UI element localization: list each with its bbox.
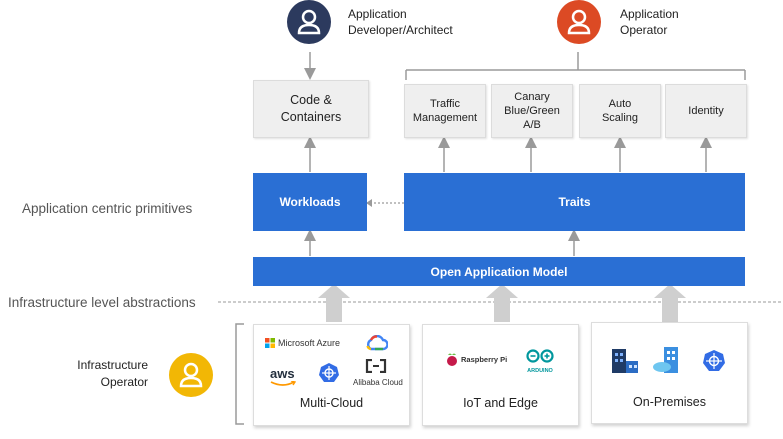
code-containers-label: Code & Containers <box>280 93 342 124</box>
multicloud-box: Microsoft Azure aws Alibaba Cloud Multi-… <box>253 324 410 426</box>
trait-item-label: Traffic Management <box>412 98 478 124</box>
oam-box: Open Application Model <box>253 257 745 286</box>
developer-avatar <box>287 0 331 44</box>
trait-item-label: Canary Blue/Green A/B <box>504 91 560 131</box>
onprem-title: On-Premises <box>633 395 706 409</box>
alibaba-cloud-icon <box>365 358 387 374</box>
trait-item-label: Identity <box>688 105 724 117</box>
person-icon <box>179 362 203 388</box>
traits-label: Traits <box>558 195 591 209</box>
person-icon <box>297 9 321 35</box>
iot-title: IoT and Edge <box>463 396 538 410</box>
server-building-icon <box>653 347 678 373</box>
alibaba-logo: Alibaba Cloud <box>353 358 403 387</box>
operator-avatar <box>557 0 601 44</box>
arduino-logo: ARDUINO <box>523 349 557 374</box>
infra-bracket <box>235 323 244 425</box>
person-icon <box>567 9 591 35</box>
datacenter-building-icon <box>612 349 638 373</box>
operator-label: Application Operator <box>620 7 679 37</box>
multicloud-title: Multi-Cloud <box>299 396 364 410</box>
app-centric-label: Application centric primitives <box>22 201 193 216</box>
oam-label: Open Application Model <box>430 264 568 279</box>
iot-box: Raspberry Pi ARDUINO IoT and Edge <box>422 324 579 426</box>
azure-logo: Microsoft Azure <box>265 338 340 348</box>
kubernetes-icon <box>319 363 339 382</box>
workloads-box: Workloads <box>253 173 367 231</box>
raspberry-pi-logo: Raspberry Pi <box>445 351 507 367</box>
infra-operator-label: Infrastructure Operator <box>77 358 148 389</box>
trait-traffic-box: Traffic Management <box>404 84 486 138</box>
windows-icon <box>265 338 275 348</box>
thick-arrows <box>318 284 686 322</box>
aws-smile-icon <box>270 381 296 386</box>
alibaba-label: Alibaba Cloud <box>353 378 403 387</box>
aws-logo: aws <box>270 365 296 387</box>
kubernetes-icon <box>703 350 725 371</box>
infra-level-label: Infrastructure level abstractions <box>8 295 196 310</box>
code-containers-box: Code & Containers <box>253 80 369 138</box>
trait-identity-box: Identity <box>665 84 747 138</box>
raspberry-label: Raspberry Pi <box>461 354 508 364</box>
onprem-box: On-Premises <box>591 322 748 424</box>
azure-label: Microsoft Azure <box>278 338 341 348</box>
google-cloud-icon <box>366 335 388 351</box>
arduino-label: ARDUINO <box>527 368 553 374</box>
raspberry-icon <box>447 353 457 366</box>
arduino-icon <box>526 349 554 363</box>
infra-operator-avatar <box>169 353 213 397</box>
developer-label: Application Developer/Architect <box>348 7 453 37</box>
traits-box: Traits <box>404 173 745 231</box>
trait-canary-box: Canary Blue/Green A/B <box>491 84 573 138</box>
workloads-label: Workloads <box>279 195 341 209</box>
aws-label: aws <box>270 366 295 381</box>
trait-autoscaling-box: Auto Scaling <box>579 84 661 138</box>
trait-item-label: Auto Scaling <box>601 98 639 124</box>
